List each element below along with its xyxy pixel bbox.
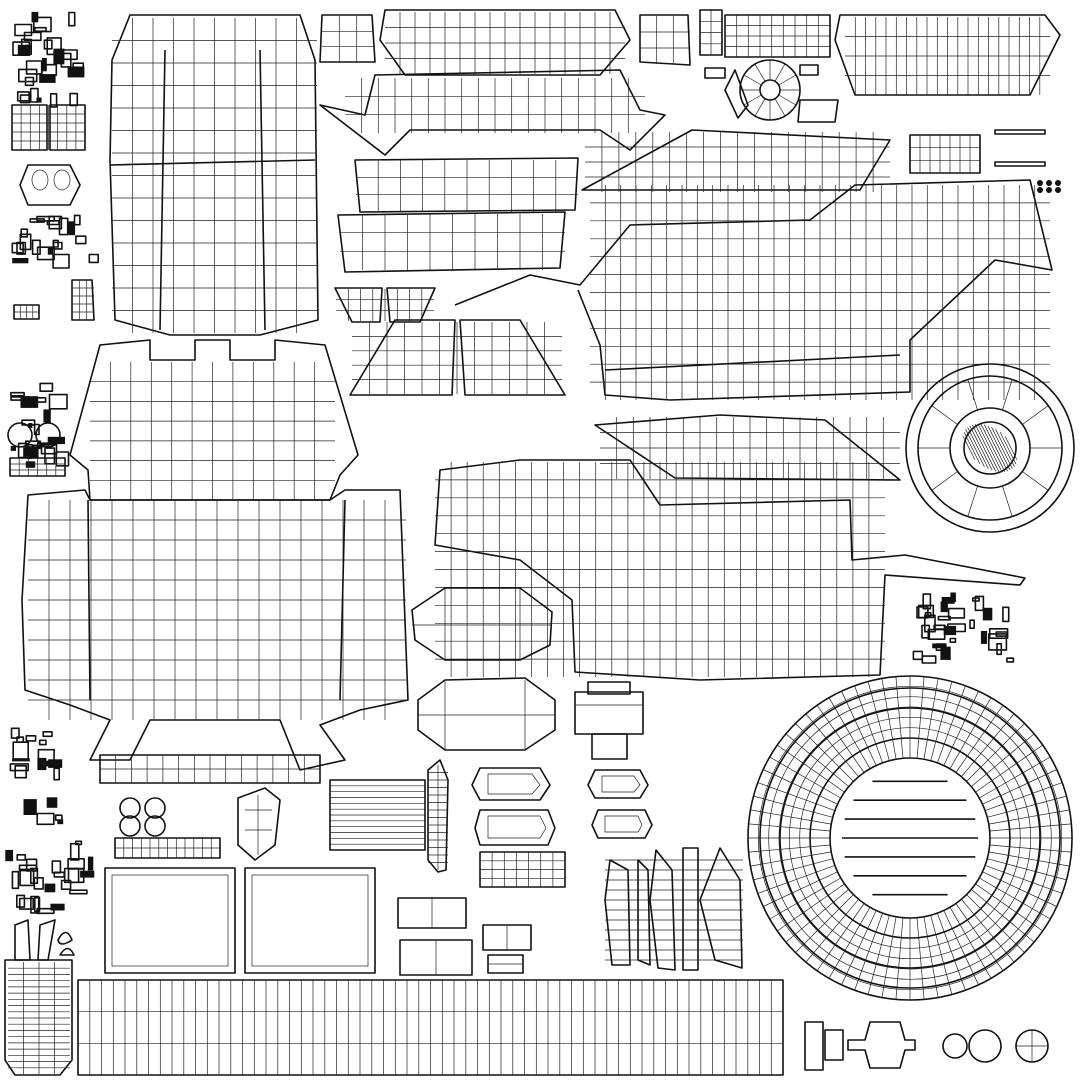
uv-island-wheel-rim (905, 363, 1075, 533)
uv-island-top-strip-center (379, 9, 631, 76)
uv-island-hex-a (411, 587, 553, 661)
uv-island-windshield (69, 339, 359, 501)
uv-island-tire (747, 675, 1073, 1001)
uv-island-rect-a (104, 867, 236, 974)
uv-island-long-strip (77, 979, 784, 1076)
uv-island-rect-b (244, 867, 376, 974)
uv-island-top-strip-right (639, 14, 691, 66)
uv-island-small-top-parts (699, 9, 1061, 193)
uv-island-rear-window (834, 14, 1061, 96)
uv-island-front-bumper (21, 489, 409, 771)
uv-island-rear-small (909, 134, 981, 174)
uv-island-sill-bottom (594, 414, 901, 481)
uv-island-panel-a (354, 157, 579, 213)
uv-island-top-strip-left (319, 14, 376, 63)
uv-island-grille-block (479, 851, 566, 888)
uv-island-stripes-block (329, 779, 426, 851)
uv-island-small-clutter-left (5, 11, 281, 915)
uv-island-hood (109, 14, 319, 336)
uv-island-window-pair-top (334, 287, 436, 323)
uv-island-curved-strips (604, 847, 743, 971)
uv-island-hex-b (417, 677, 556, 751)
uv-island-bumper-strip (99, 754, 321, 784)
uv-island-panel-b (337, 211, 566, 273)
uv-island-small-boxes (397, 897, 473, 976)
uv-island-bracket-parts (482, 924, 532, 974)
uv-island-steering-wheel (739, 59, 801, 121)
uv-island-exhaust (4, 919, 75, 1076)
uv-island-arch-front (319, 69, 666, 156)
uv-island-small-clutter-right (912, 592, 1015, 664)
uv-island-window-pair-bottom (349, 319, 566, 396)
uv-island-side-panel-bottom (434, 459, 1026, 681)
uv-island-box-unfold (574, 681, 644, 760)
uv-island-side-panel-top (454, 179, 1053, 401)
uv-island-sill-top (581, 129, 891, 192)
uv-island-tall-strip (427, 759, 449, 873)
uv-island-lamp-group (471, 767, 653, 846)
uv-island-hub-parts (804, 1021, 1049, 1071)
